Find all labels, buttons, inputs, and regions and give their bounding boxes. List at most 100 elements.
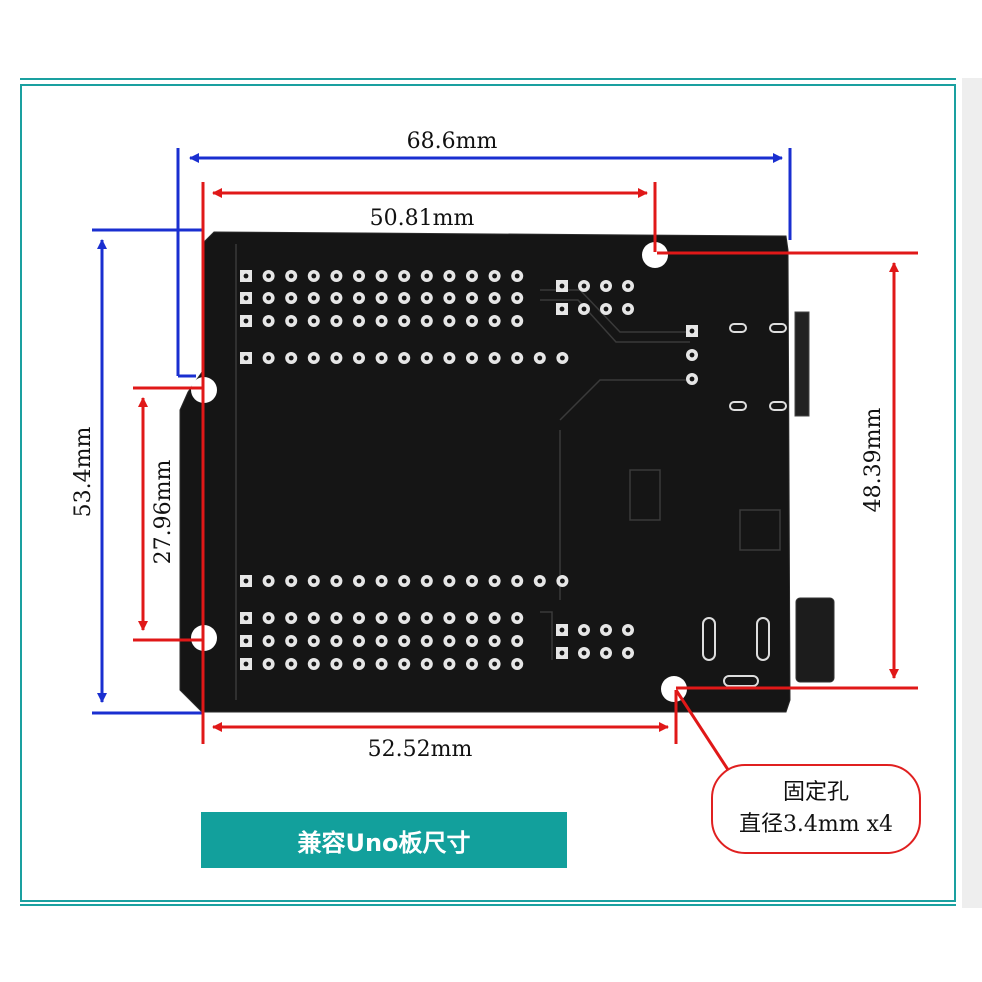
pin-hole	[288, 638, 294, 644]
pin-hole	[447, 273, 452, 279]
pin-hole	[311, 355, 317, 361]
pin-hole	[469, 318, 475, 324]
pin-hole	[334, 295, 339, 301]
pin-hole	[266, 273, 271, 279]
pin-hole	[401, 578, 407, 584]
pin-hole	[243, 615, 249, 621]
pin-hole	[424, 273, 430, 279]
pin-hole	[514, 295, 520, 301]
pin-hole	[266, 318, 271, 324]
pin-hole	[581, 627, 587, 633]
callout-detail: 直径3.4mm x4	[738, 812, 894, 837]
pin-hole	[334, 578, 339, 584]
right-hole-spacing-label: 48.39mm	[861, 408, 886, 513]
pin-hole	[603, 283, 609, 289]
pin-hole	[560, 355, 565, 361]
pin-hole	[311, 578, 317, 584]
pin-hole	[288, 578, 294, 584]
pin-hole	[514, 273, 520, 279]
pin-hole	[379, 318, 384, 324]
pin-hole	[288, 273, 294, 279]
pin-hole	[560, 578, 565, 584]
pin-hole	[379, 578, 384, 584]
pin-hole	[447, 578, 452, 584]
side-strip	[962, 78, 982, 908]
pin-hole	[243, 638, 249, 644]
pin-hole	[288, 615, 294, 621]
pin-hole	[581, 283, 587, 289]
pin-hole	[356, 578, 362, 584]
pin-hole	[492, 273, 497, 279]
pin-hole	[492, 355, 497, 361]
pin-hole	[311, 661, 317, 667]
pin-hole	[469, 638, 475, 644]
pin-hole	[311, 318, 317, 324]
pin-hole	[401, 295, 407, 301]
total-width-label: 68.6mm	[407, 129, 498, 154]
pin-hole	[401, 615, 407, 621]
pin-hole	[447, 318, 452, 324]
callout-title: 固定孔	[782, 780, 849, 805]
pin-hole	[266, 578, 271, 584]
image-frame	[20, 84, 956, 902]
pin-hole	[514, 318, 520, 324]
pin-hole	[514, 615, 520, 621]
pin-hole	[334, 638, 339, 644]
pin-hole	[603, 650, 609, 656]
pin-hole	[447, 355, 452, 361]
pin-hole	[379, 273, 384, 279]
pin-hole	[625, 650, 631, 656]
pin-hole	[469, 295, 475, 301]
pin-hole	[288, 355, 294, 361]
pin-hole	[379, 355, 384, 361]
power-jack	[795, 597, 835, 683]
pin-hole	[469, 578, 475, 584]
pin-hole	[243, 578, 249, 584]
pin-hole	[603, 627, 609, 633]
pin-hole	[625, 306, 631, 312]
pin-hole	[401, 355, 407, 361]
pin-hole	[492, 615, 497, 621]
pin-hole	[581, 306, 587, 312]
pin-hole	[311, 295, 317, 301]
pin-hole	[288, 318, 294, 324]
blue-dimensions	[92, 148, 792, 715]
pin-hole	[689, 376, 695, 382]
pin-hole	[334, 615, 339, 621]
pin-hole	[356, 661, 362, 667]
pin-hole	[559, 306, 565, 312]
pin-hole	[424, 578, 430, 584]
usb-connector	[794, 311, 810, 417]
pin-hole	[469, 355, 475, 361]
pin-hole	[424, 355, 430, 361]
pin-hole	[266, 638, 271, 644]
pin-hole	[625, 283, 631, 289]
pin-hole	[424, 638, 430, 644]
pin-hole	[311, 615, 317, 621]
pin-hole	[559, 283, 565, 289]
pin-hole	[447, 615, 452, 621]
pin-hole	[243, 355, 249, 361]
pin-hole	[514, 638, 520, 644]
pin-hole	[266, 615, 271, 621]
pin-hole	[492, 318, 497, 324]
frame-bottom-rule	[20, 904, 956, 906]
pin-hole	[401, 661, 407, 667]
pin-hole	[537, 578, 543, 584]
pin-hole	[379, 615, 384, 621]
mounting-hole	[642, 242, 668, 268]
pin-hole	[469, 273, 475, 279]
pin-hole	[447, 661, 452, 667]
pin-hole	[379, 661, 384, 667]
pin-hole	[334, 318, 339, 324]
pin-hole	[401, 273, 407, 279]
pin-hole	[356, 615, 362, 621]
pin-hole	[492, 661, 497, 667]
pin-hole	[492, 295, 497, 301]
pin-hole	[311, 273, 317, 279]
pin-hole	[334, 273, 339, 279]
pin-hole	[424, 295, 430, 301]
pin-hole	[469, 615, 475, 621]
pin-hole	[356, 355, 362, 361]
pin-hole	[288, 295, 294, 301]
